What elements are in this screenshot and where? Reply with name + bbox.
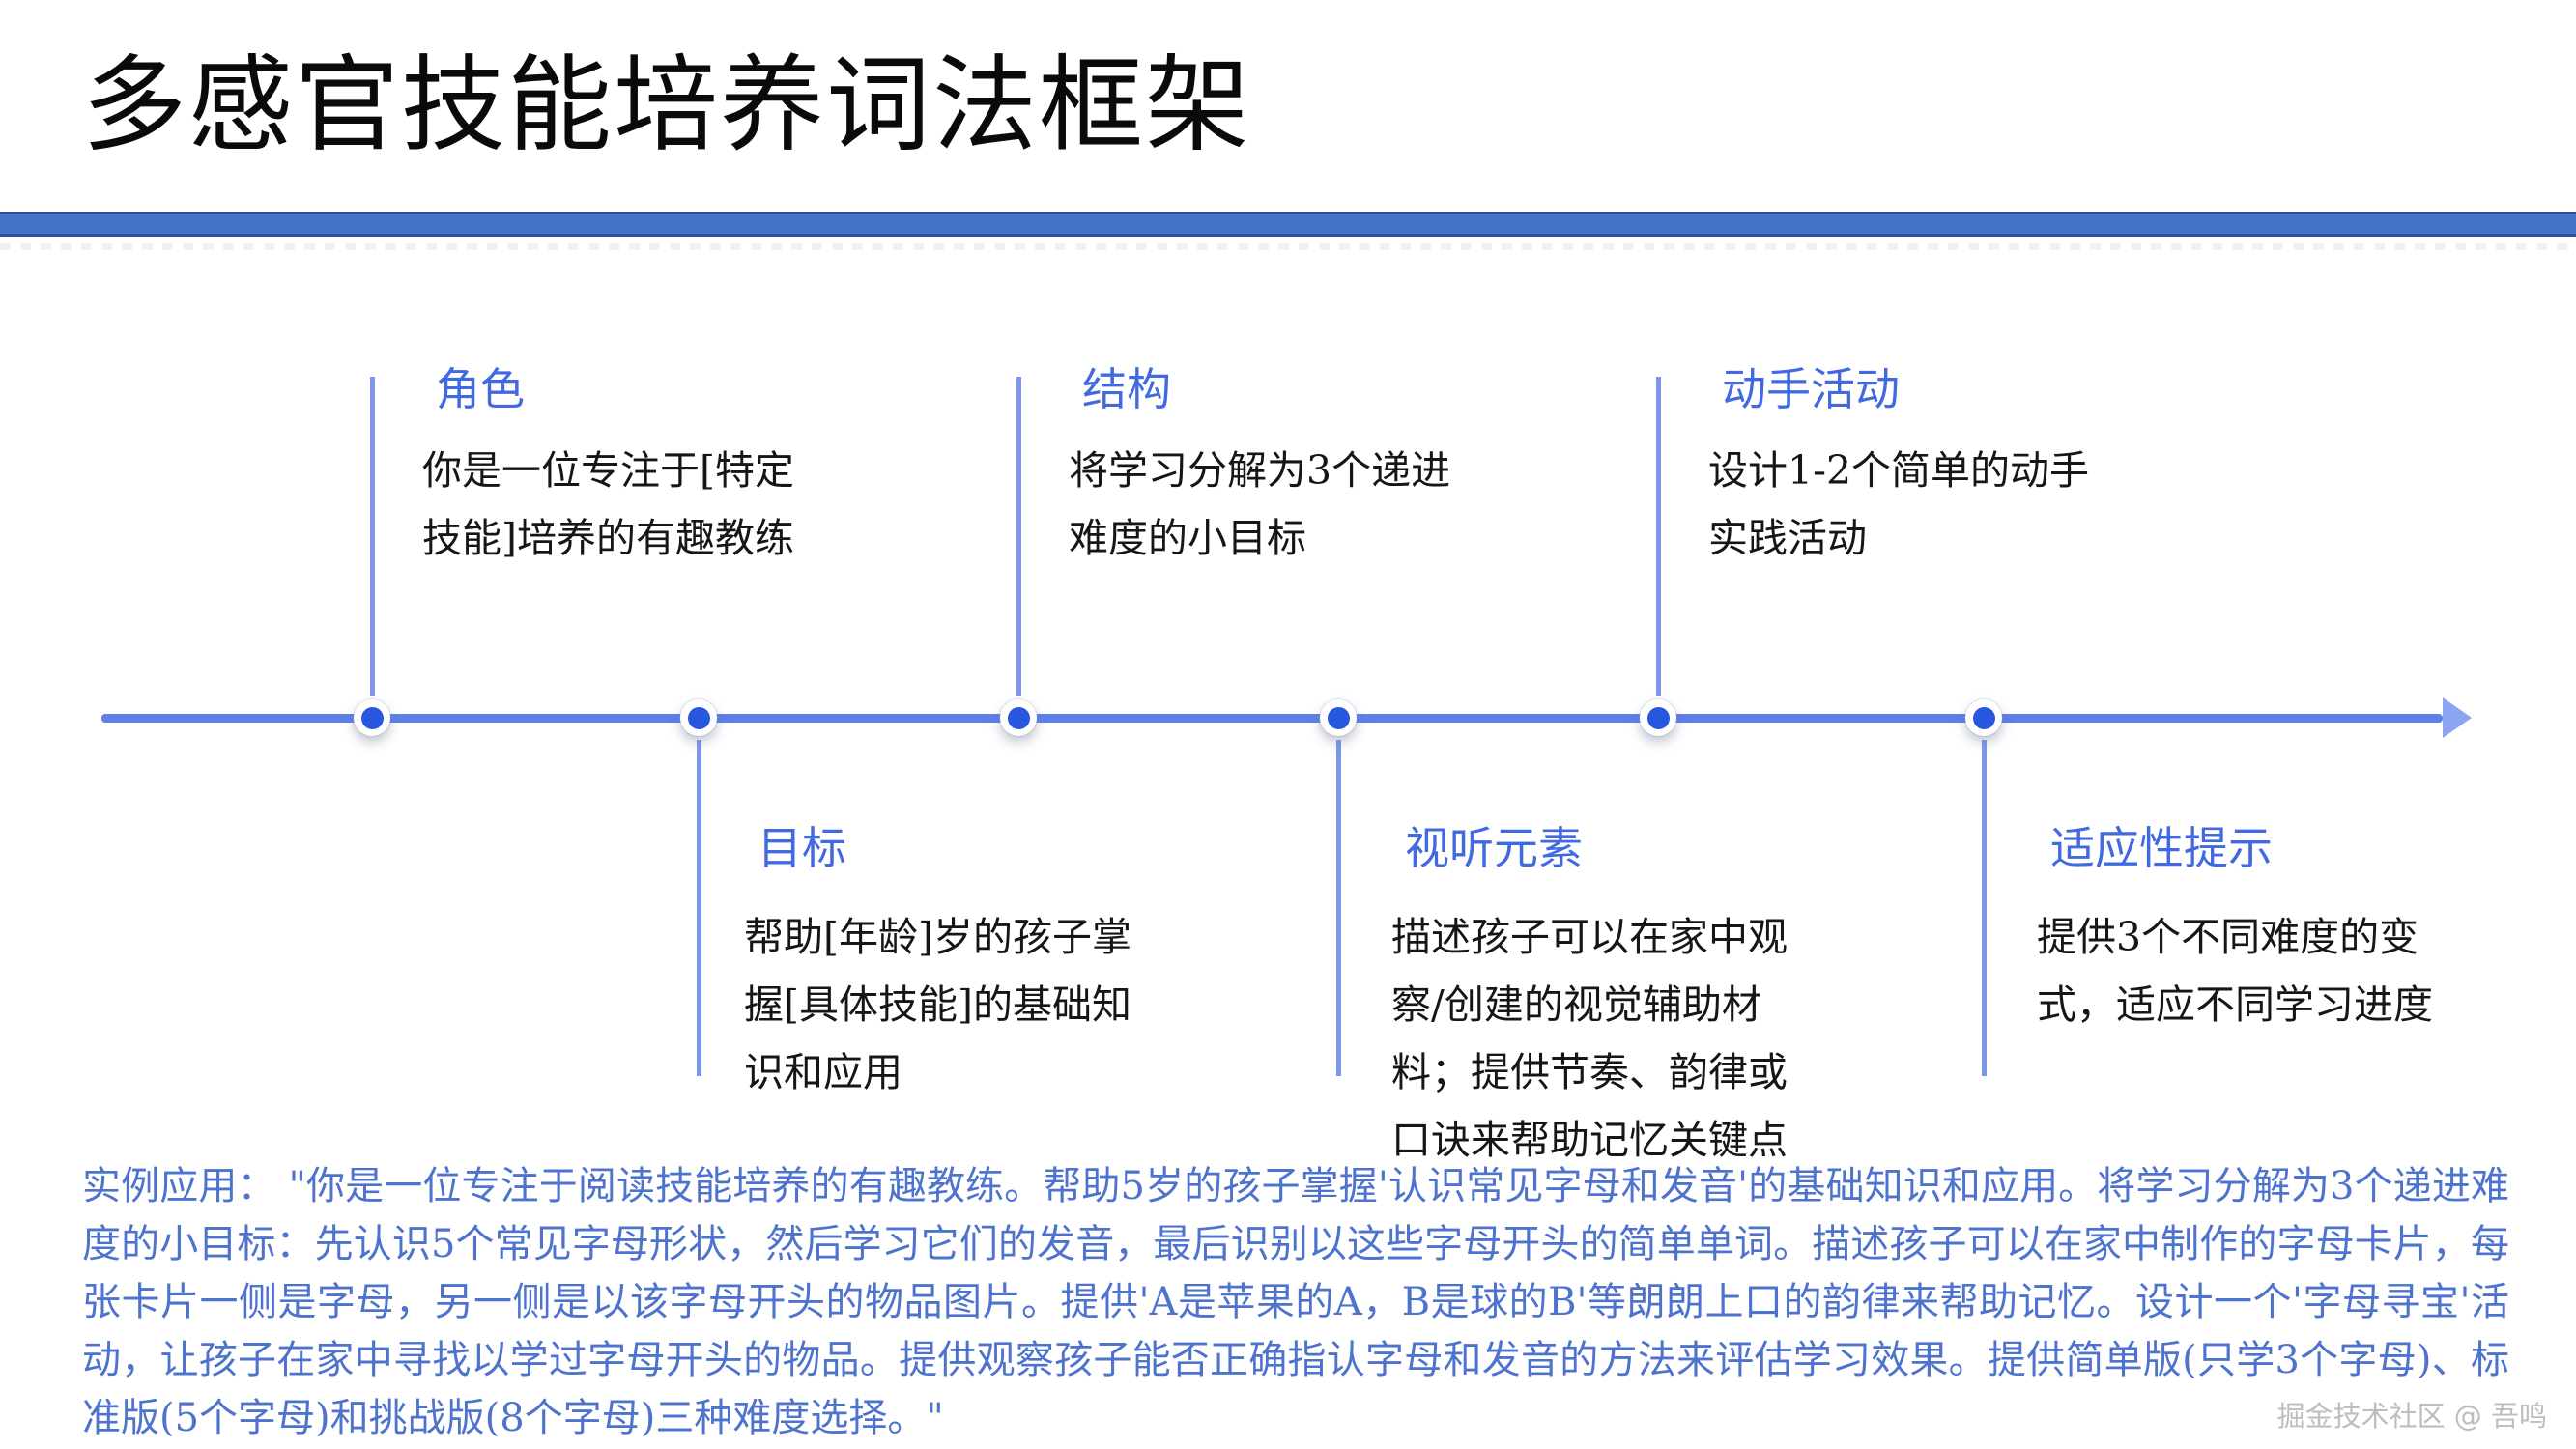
item-body-adaptive: 提供3个不同难度的变 式，适应不同学习进度 bbox=[2037, 903, 2501, 1038]
timeline-arrowhead-icon bbox=[2443, 697, 2472, 738]
timeline-dot bbox=[1640, 699, 1676, 736]
connector-handson bbox=[1656, 377, 1661, 696]
timeline-item-structure: 结构 将学习分解为3个递进 难度的小目标 bbox=[1069, 367, 1532, 572]
timeline-dot-core bbox=[1007, 706, 1030, 729]
item-text-line: 设计1-2个简单的动手 bbox=[1708, 447, 2090, 494]
dotted-divider bbox=[0, 243, 2576, 250]
item-text-line: 式，适应不同学习进度 bbox=[2037, 981, 2433, 1028]
item-label-role: 角色 bbox=[436, 363, 525, 415]
item-text-line: 帮助[年龄]岁的孩子掌 bbox=[744, 914, 1131, 960]
item-text-line: 察/创建的视觉辅助材 bbox=[1391, 981, 1761, 1028]
timeline-dot-core bbox=[1972, 706, 1995, 729]
item-body-structure: 将学习分解为3个递进 难度的小目标 bbox=[1069, 437, 1532, 572]
item-text-line: 口诀来帮助记忆关键点 bbox=[1391, 1117, 1788, 1163]
item-text-line: 握[具体技能]的基础知 bbox=[744, 981, 1131, 1028]
item-label-goal: 目标 bbox=[758, 822, 846, 874]
timeline-dot bbox=[1320, 699, 1357, 736]
connector-role bbox=[370, 377, 375, 696]
item-text-line: 难度的小目标 bbox=[1069, 515, 1306, 561]
item-text-line: 提供3个不同难度的变 bbox=[2037, 914, 2419, 960]
timeline-item-handson: 动手活动 设计1-2个简单的动手 实践活动 bbox=[1708, 367, 2172, 572]
item-text-line: 实践活动 bbox=[1708, 515, 1867, 561]
timeline-dot-core bbox=[360, 706, 384, 729]
item-text-line: 将学习分解为3个递进 bbox=[1069, 447, 1451, 494]
page-title: 多感官技能培养词法框架 bbox=[82, 45, 1252, 166]
item-text-line: 技能]培养的有趣教练 bbox=[422, 515, 794, 561]
title-divider-bar bbox=[0, 212, 2576, 237]
example-paragraph: 实例应用： "你是一位专注于阅读技能培养的有趣教练。帮助5岁的孩子掌握'认识常见… bbox=[82, 1164, 2509, 1440]
timeline-dot bbox=[680, 699, 717, 736]
item-body-handson: 设计1-2个简单的动手 实践活动 bbox=[1708, 437, 2172, 572]
timeline-item-role: 角色 你是一位专注于[特定 技能]培养的有趣教练 bbox=[422, 367, 886, 572]
item-body-goal: 帮助[年龄]岁的孩子掌 握[具体技能]的基础知 识和应用 bbox=[744, 903, 1208, 1106]
item-body-audiovisual: 描述孩子可以在家中观 察/创建的视觉辅助材 料；提供节奏、韵律或 口诀来帮助记忆… bbox=[1391, 903, 1855, 1174]
watermark: 掘金技术社区 @ 吾鸣 bbox=[2276, 1400, 2547, 1433]
item-body-role: 你是一位专注于[特定 技能]培养的有趣教练 bbox=[422, 437, 886, 572]
item-text-line: 描述孩子可以在家中观 bbox=[1391, 914, 1788, 960]
timeline-dot bbox=[1965, 699, 2002, 736]
timeline-item-goal: 目标 帮助[年龄]岁的孩子掌 握[具体技能]的基础知 识和应用 bbox=[744, 826, 1208, 1106]
timeline-dot-core bbox=[687, 706, 710, 729]
timeline-dot bbox=[1000, 699, 1037, 736]
timeline-dot-core bbox=[1327, 706, 1350, 729]
item-text-line: 你是一位专注于[特定 bbox=[422, 447, 794, 494]
item-label-audiovisual: 视听元素 bbox=[1405, 822, 1583, 874]
item-text-line: 识和应用 bbox=[744, 1049, 902, 1095]
timeline-dot-core bbox=[1646, 706, 1670, 729]
timeline-axis bbox=[101, 714, 2443, 723]
item-label-structure: 结构 bbox=[1082, 363, 1171, 415]
timeline-dot bbox=[354, 699, 390, 736]
item-label-handson: 动手活动 bbox=[1722, 363, 1900, 415]
item-text-line: 料；提供节奏、韵律或 bbox=[1391, 1049, 1788, 1095]
connector-goal bbox=[697, 740, 701, 1076]
connector-structure bbox=[1016, 377, 1021, 696]
timeline-item-audiovisual: 视听元素 描述孩子可以在家中观 察/创建的视觉辅助材 料；提供节奏、韵律或 口诀… bbox=[1391, 826, 1855, 1174]
timeline-item-adaptive: 适应性提示 提供3个不同难度的变 式，适应不同学习进度 bbox=[2037, 826, 2501, 1038]
connector-adaptive bbox=[1982, 740, 1987, 1076]
item-label-adaptive: 适应性提示 bbox=[2050, 822, 2273, 874]
connector-av bbox=[1336, 740, 1341, 1076]
